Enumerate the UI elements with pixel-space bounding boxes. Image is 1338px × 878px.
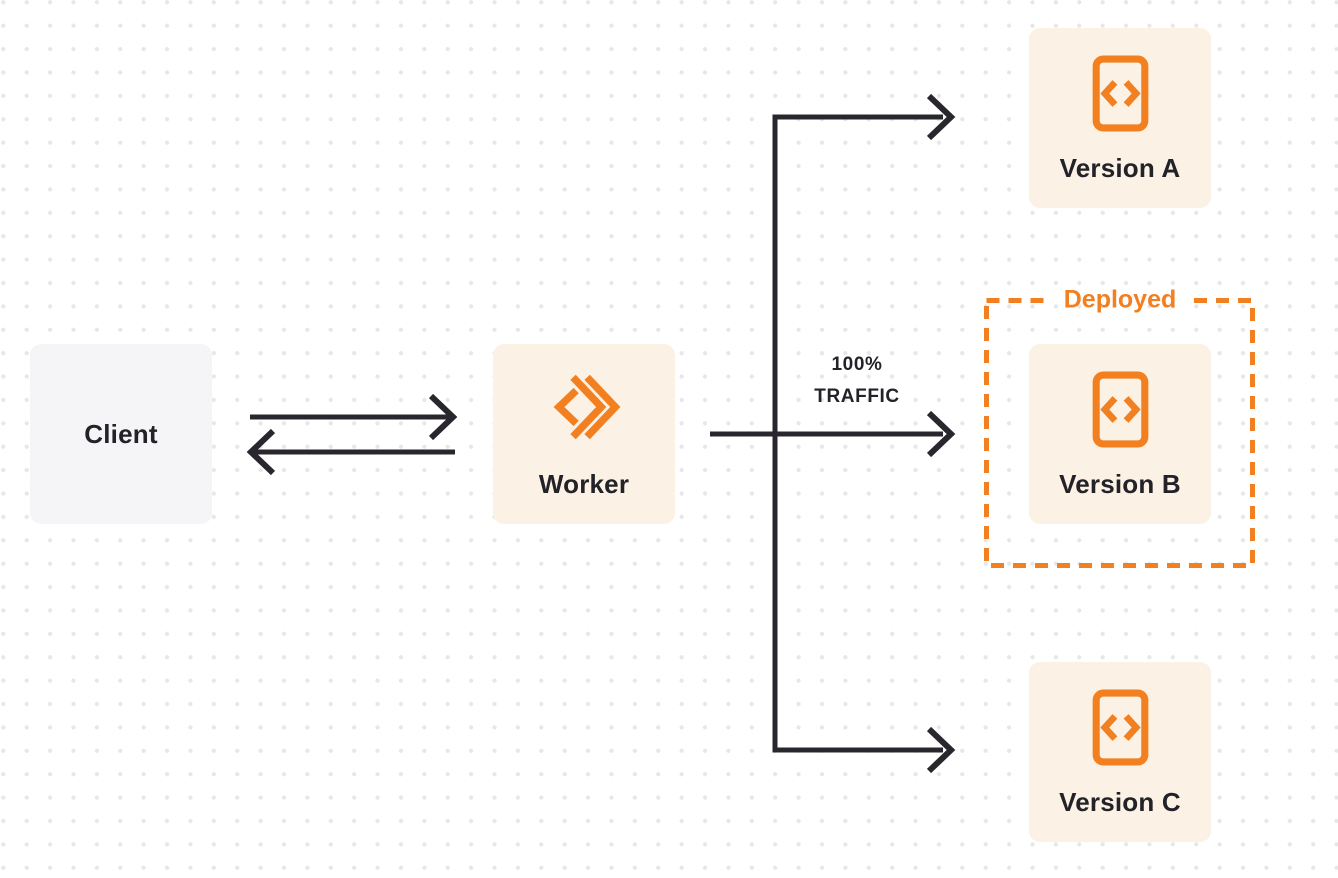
version-b-label: Version B [1059, 469, 1181, 499]
traffic-split-lines [710, 93, 956, 774]
traffic-percentage-label: 100% TRAFFIC [787, 349, 927, 413]
code-file-icon [1092, 689, 1149, 766]
client-node-label: Client [84, 419, 158, 449]
client-to-worker-arrow [250, 393, 458, 441]
arrow-right-head-icon [926, 726, 956, 774]
code-file-icon [1092, 371, 1149, 448]
code-file-icon [1092, 55, 1149, 132]
version-b-node: Version B [1029, 344, 1211, 524]
version-c-node: Version C [1029, 662, 1211, 842]
arrow-left-head-icon [246, 428, 276, 476]
deployed-group-label: Deployed [1063, 285, 1177, 314]
arrow-right-head-icon [428, 393, 458, 441]
client-node: Client [30, 344, 212, 524]
arrow-right-head-icon [926, 410, 956, 458]
workers-logo-icon [546, 371, 622, 443]
version-a-node: Version A [1029, 28, 1211, 208]
arrow-right-head-icon [926, 93, 956, 141]
version-a-label: Version A [1059, 153, 1181, 183]
traffic-percent-line: 100% [831, 354, 883, 375]
worker-node-label: Worker [538, 469, 630, 499]
worker-to-client-arrow [246, 428, 455, 476]
worker-node: Worker [493, 344, 675, 524]
version-c-label: Version C [1059, 787, 1181, 817]
traffic-word-line: TRAFFIC [814, 386, 900, 407]
